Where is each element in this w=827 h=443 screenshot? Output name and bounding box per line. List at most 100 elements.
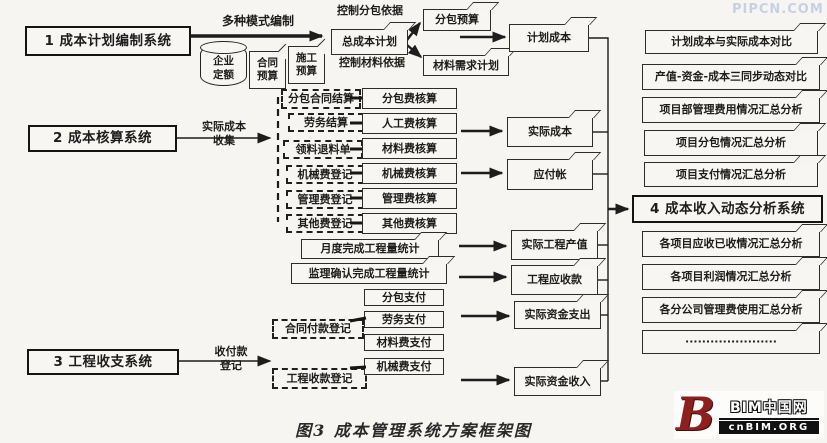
node-label: 机械费核算	[382, 166, 437, 180]
node-label: 2 成本核算系统	[52, 130, 153, 147]
node-label: 领料退料单	[295, 142, 351, 156]
node-actual-cost: 实际成本	[507, 110, 602, 147]
node-label: 计划成本	[527, 31, 571, 45]
node-system-1: 1 成本计划编制系统	[25, 26, 191, 56]
node-project-receipt-register: 工程收款登记	[272, 368, 367, 389]
logo-line1: BIM中国网	[718, 397, 819, 420]
node-label: 3 工程收支系统	[53, 353, 153, 370]
node-calc-subcontract-fee: 分包费核算	[362, 88, 457, 109]
node-label: 合同 预算	[257, 57, 278, 82]
node-label: 实际工程产值	[521, 238, 588, 252]
step-connector	[349, 316, 367, 323]
label-cost-collect: 实际成本 收集	[202, 120, 246, 148]
node-input-other-register: 其他费登记	[286, 214, 364, 233]
node-supervisor-quantity-stat: 监理确认完成工程量统计	[291, 256, 456, 284]
node-label: 分包预算	[435, 13, 479, 27]
node-pay-machinery: 机械费支付	[364, 358, 444, 375]
node-label: 劳务结算	[304, 115, 348, 129]
node-calc-labor-fee: 人工费核算	[362, 113, 457, 134]
node-input-subcontract-settle: 分包合同结算	[281, 89, 361, 109]
node-actual-income: 实际资金收入	[514, 360, 610, 396]
label-ctrl-material: 控制材料依据	[339, 56, 405, 69]
node-label: 分包支付	[382, 290, 426, 304]
node-subcontract-budget: 分包预算	[423, 2, 500, 31]
site-logo: B BIM中国网 cnBIM.ORG	[674, 391, 824, 439]
node-label: 施工 预算	[296, 52, 317, 77]
node-label: 其他费核算	[382, 216, 437, 230]
node-analysis-subcontract-summary: 项目分包情况汇总分析	[644, 123, 827, 156]
node-payable: 应付帐	[507, 152, 602, 190]
node-label: 应付帐	[533, 167, 567, 181]
node-label: 劳务支付	[382, 312, 426, 326]
node-calc-material-fee: 材料费核算	[362, 138, 457, 159]
node-label: 总成本计划	[342, 35, 397, 49]
node-construction-budget-doc: 施工 预算	[288, 38, 333, 84]
node-input-material-requisition: 领料退料单	[283, 140, 363, 159]
node-analysis-branch-mgmt-fee: 各分公司管理费使用汇总分析	[642, 290, 827, 323]
node-contract-budget-doc: 合同 预算	[249, 43, 294, 89]
node-label: 监理确认完成工程量统计	[308, 266, 430, 280]
logo-line2: cnBIM.ORG	[718, 420, 819, 434]
step-connector	[349, 365, 367, 370]
node-analysis-dept-mgmt-fee: 项目部管理费用情况汇总分析	[642, 90, 827, 123]
right-bus-line	[589, 37, 609, 381]
node-label: 计划成本与实际成本对比	[671, 35, 792, 49]
node-actual-expense: 实际资金支出	[514, 294, 610, 329]
node-label: 各分公司管理费使用汇总分析	[659, 303, 803, 317]
node-label: 管理费登记	[297, 192, 353, 206]
node-label: 项目支付情况汇总分析	[676, 167, 786, 181]
label-payment-register: 收付款 登记	[214, 345, 248, 373]
node-monthly-quantity-stat: 月度完成工程量统计	[301, 232, 448, 259]
node-pay-material: 材料费支付	[364, 334, 444, 351]
figure-caption: 图3 成本管理系统方案框架图	[295, 421, 532, 440]
node-analysis-receivable-received: 各项目应收已收情况汇总分析	[642, 224, 827, 257]
node-actual-output-value: 实际工程产值	[511, 223, 607, 260]
node-label: 工程收款登记	[286, 371, 353, 385]
node-analysis-profit-summary: 各项目利润情况汇总分析	[642, 257, 827, 290]
node-label: 分包合同结算	[288, 92, 354, 106]
node-label: 各项目利润情况汇总分析	[670, 270, 792, 284]
node-label: 材料费核算	[382, 141, 437, 155]
node-project-receivable: 工程应收款	[511, 258, 607, 295]
node-label: 工程应收款	[527, 273, 582, 287]
node-calc-other-fee: 其他费核算	[362, 213, 457, 234]
node-label: 产值-资金-成本三同步动态对比	[654, 70, 808, 84]
node-label: 材料需求计划	[433, 58, 499, 72]
node-label: 人工费核算	[382, 116, 437, 130]
node-analysis-three-sync: 产值-资金-成本三同步动态对比	[642, 57, 827, 90]
node-analysis-plan-vs-actual: 计划成本与实际成本对比	[645, 23, 827, 54]
node-label: 材料费支付	[376, 335, 432, 349]
node-label: 月度完成工程量统计	[320, 242, 420, 256]
node-label: 其他费登记	[297, 216, 353, 230]
arrow-to-subcontract-budget	[406, 21, 421, 41]
node-label: 实际成本	[528, 125, 572, 139]
node-label: 机械费支付	[376, 359, 432, 373]
node-label: 项目部管理费用情况汇总分析	[659, 103, 803, 117]
node-label: 实际资金收入	[524, 374, 591, 388]
node-system-4: 4 成本收入动态分析系统	[632, 195, 823, 223]
logo-b-initial: B	[676, 387, 715, 442]
node-system-3: 3 工程收支系统	[27, 349, 179, 375]
logo-text-block: BIM中国网 cnBIM.ORG	[718, 397, 819, 434]
node-label: ······················	[685, 335, 777, 349]
node-label: 管理费核算	[382, 191, 437, 205]
node-label: 实际资金支出	[524, 308, 591, 322]
node-system-2: 2 成本核算系统	[28, 125, 177, 152]
node-contract-payment-register: 合同付款登记	[272, 319, 364, 339]
node-label: 项目分包情况汇总分析	[676, 136, 786, 150]
watermark-text: PIPCN.COM	[732, 2, 824, 17]
node-label: 企业 定额	[213, 54, 234, 81]
node-calc-machinery-fee: 机械费核算	[362, 163, 457, 184]
node-pay-subcontract: 分包支付	[364, 289, 444, 306]
node-material-demand-plan: 材料需求计划	[423, 48, 518, 76]
node-calc-management-fee: 管理费核算	[362, 188, 457, 209]
node-label: 各项目应收已收情况汇总分析	[659, 237, 803, 251]
label-ctrl-subcontract: 控制分包依据	[337, 4, 403, 17]
node-plan-cost: 计划成本	[509, 17, 598, 52]
node-pay-labor: 劳务支付	[364, 311, 444, 328]
node-label: 分包费核算	[382, 91, 437, 105]
node-input-machinery-register: 机械费登记	[286, 165, 364, 184]
